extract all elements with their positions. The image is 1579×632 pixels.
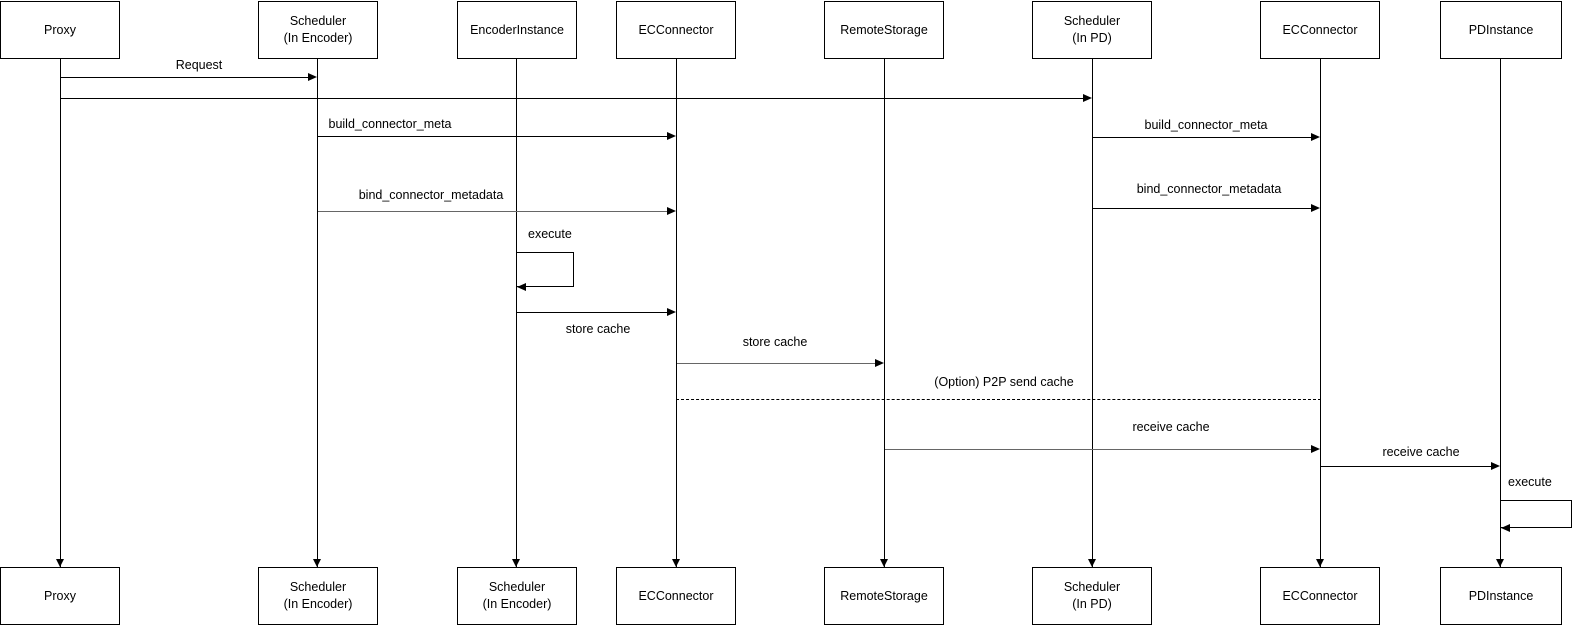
- participant-box-pdinstance-bottom[interactable]: PDInstance: [1440, 567, 1562, 625]
- message-label-build-connector-meta-right: build_connector_meta: [1144, 118, 1268, 132]
- lifeline-remotestorage: [884, 59, 885, 567]
- arrowhead-left-icon: [1501, 523, 1510, 532]
- arrowhead-right-icon: [1083, 93, 1092, 102]
- lifeline-pdinstance: [1500, 59, 1501, 567]
- arrowhead-down-icon: [312, 559, 321, 567]
- participant-label: PDInstance: [1468, 22, 1534, 37]
- lifeline-ecconnector-2: [1320, 59, 1321, 567]
- arrowhead-down-icon: [879, 559, 888, 567]
- message-arrow-build-connector-meta-right: [1093, 137, 1311, 138]
- participant-box-scheduler-encoder-bottom[interactable]: Scheduler (In Encoder): [258, 567, 378, 625]
- participant-label: ECConnector: [638, 588, 714, 603]
- participant-sublabel: (In Encoder): [482, 597, 552, 611]
- arrowhead-right-icon: [667, 131, 676, 140]
- message-label-store-cache-left: store cache: [565, 322, 631, 336]
- message-label-bind-connector-metadata-right: bind_connector_metadata: [1136, 182, 1282, 196]
- arrowhead-down-icon: [511, 559, 520, 567]
- message-arrow-receive-cache-left: [885, 449, 1311, 450]
- arrowhead-right-icon: [1491, 461, 1500, 470]
- participant-label: ECConnector: [1282, 588, 1358, 603]
- message-label-execute-right: execute: [1508, 475, 1552, 489]
- arrowhead-down-icon: [1087, 559, 1096, 567]
- participant-box-pdinstance-top[interactable]: PDInstance: [1440, 1, 1562, 59]
- participant-label: RemoteStorage: [840, 22, 928, 37]
- lifeline-encoderinstance: [516, 59, 517, 567]
- participant-box-scheduler-pd-bottom[interactable]: Scheduler (In PD): [1032, 567, 1152, 625]
- participant-label: Scheduler: [289, 580, 347, 595]
- participant-box-proxy-bottom[interactable]: Proxy: [0, 567, 120, 625]
- message-arrow-bind-connector-metadata-right: [1093, 208, 1311, 209]
- lifeline-scheduler-encoder: [317, 59, 318, 567]
- message-label-receive-cache-right: receive cache: [1382, 445, 1460, 459]
- arrowhead-right-icon: [667, 307, 676, 316]
- message-arrow-request: [60, 77, 308, 78]
- participant-box-ecconnector-1-bottom[interactable]: ECConnector: [616, 567, 736, 625]
- arrowhead-right-icon: [1311, 444, 1320, 453]
- lifeline-ecconnector-1: [676, 59, 677, 567]
- self-message-loop-execute-left: [516, 252, 574, 287]
- participant-label: Proxy: [44, 22, 76, 37]
- arrowhead-down-icon: [1315, 559, 1324, 567]
- participant-box-remotestorage-bottom[interactable]: RemoteStorage: [824, 567, 944, 625]
- arrowhead-right-icon: [1311, 132, 1320, 141]
- message-arrow-store-cache-right: [677, 363, 875, 364]
- participant-box-remotestorage-top[interactable]: RemoteStorage: [824, 1, 944, 59]
- lifeline-proxy: [60, 59, 61, 567]
- participant-label: Proxy: [44, 588, 76, 603]
- participant-label: Scheduler: [1063, 14, 1121, 29]
- participant-box-encoderinstance-top[interactable]: EncoderInstance: [457, 1, 577, 59]
- participant-sublabel: (In PD): [1072, 597, 1112, 611]
- participant-box-ecconnector-1-top[interactable]: ECConnector: [616, 1, 736, 59]
- arrowhead-right-icon: [308, 72, 317, 81]
- participant-box-scheduler-encoder-top[interactable]: Scheduler (In Encoder): [258, 1, 378, 59]
- participant-label: PDInstance: [1468, 588, 1534, 603]
- participant-label: Scheduler: [289, 14, 347, 29]
- message-arrow-receive-cache-right: [1321, 466, 1491, 467]
- arrowhead-left-icon: [517, 282, 526, 291]
- message-label-execute-left: execute: [528, 227, 572, 241]
- arrowhead-down-icon: [55, 559, 64, 567]
- participant-box-scheduler-pd-top[interactable]: Scheduler (In PD): [1032, 1, 1152, 59]
- self-message-loop-execute-right: [1500, 500, 1572, 528]
- participant-label: ECConnector: [638, 22, 714, 37]
- message-arrow-bind-connector-metadata-left: [318, 211, 667, 212]
- participant-box-encoderinstance-bottom[interactable]: Scheduler (In Encoder): [457, 567, 577, 625]
- participant-sublabel: (In PD): [1072, 31, 1112, 45]
- message-label-bind-connector-metadata-left: bind_connector_metadata: [358, 188, 504, 202]
- participant-label: Scheduler: [488, 580, 546, 595]
- message-label-request: Request: [175, 58, 223, 72]
- arrowhead-down-icon: [671, 559, 680, 567]
- message-arrow-p2p-send-cache: [676, 399, 1321, 400]
- participant-box-proxy-top[interactable]: Proxy: [0, 1, 120, 59]
- participant-box-ecconnector-2-bottom[interactable]: ECConnector: [1260, 567, 1380, 625]
- arrowhead-right-icon: [875, 358, 884, 367]
- arrowhead-right-icon: [1311, 203, 1320, 212]
- message-arrow-proxy-to-scheduler-pd: [60, 98, 1083, 99]
- participant-label: EncoderInstance: [470, 22, 564, 37]
- message-arrow-build-connector-meta-left: [318, 136, 667, 137]
- participant-label: Scheduler: [1063, 580, 1121, 595]
- arrowhead-down-icon: [1495, 559, 1504, 567]
- participant-sublabel: (In Encoder): [283, 597, 353, 611]
- message-label-store-cache-right: store cache: [742, 335, 808, 349]
- participant-box-ecconnector-2-top[interactable]: ECConnector: [1260, 1, 1380, 59]
- lifeline-scheduler-pd: [1092, 59, 1093, 567]
- message-label-receive-cache-left: receive cache: [1132, 420, 1210, 434]
- message-arrow-store-cache-left: [517, 312, 667, 313]
- participant-label: ECConnector: [1282, 22, 1358, 37]
- message-label-build-connector-meta-left: build_connector_meta: [328, 117, 452, 131]
- participant-label: RemoteStorage: [840, 588, 928, 603]
- message-label-p2p-send-cache: (Option) P2P send cache: [934, 375, 1074, 389]
- participant-sublabel: (In Encoder): [283, 31, 353, 45]
- arrowhead-right-icon: [667, 206, 676, 215]
